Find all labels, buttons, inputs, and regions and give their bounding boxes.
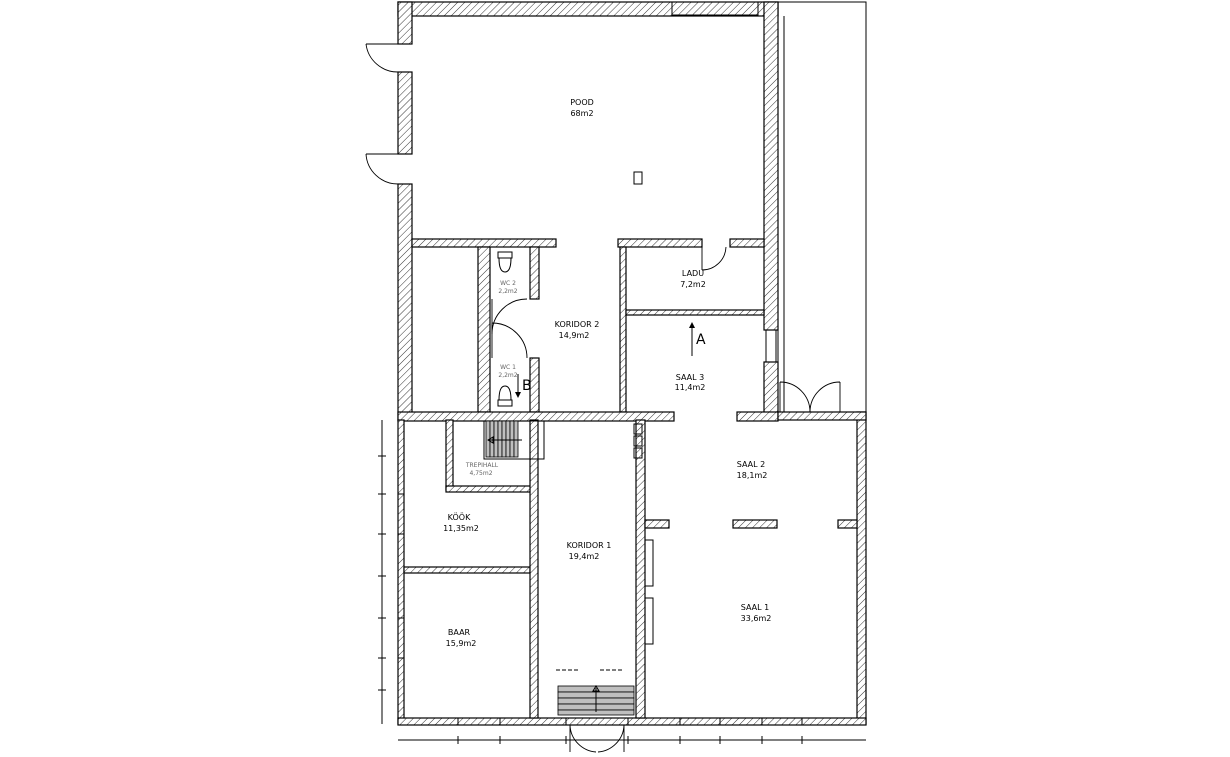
room-saal1-area: 33,6m2 bbox=[741, 614, 772, 623]
windows bbox=[397, 329, 803, 726]
window-bottom-1 bbox=[457, 717, 501, 726]
wall-upper-bottom-right bbox=[736, 411, 779, 422]
dimension-lines bbox=[378, 420, 866, 744]
wall-ladu-saal3 bbox=[625, 309, 765, 316]
wall-saal3-left bbox=[619, 246, 627, 413]
wall-ticks bbox=[633, 171, 643, 459]
wall-trepi-left bbox=[445, 419, 454, 491]
wall-left-lower bbox=[397, 183, 413, 421]
room-saal1-name: SAAL 1 bbox=[741, 603, 769, 612]
skylight-strip bbox=[671, 1, 759, 16]
door-main-right bbox=[597, 724, 625, 753]
wall-saal-divider-b bbox=[732, 519, 778, 529]
room-trepihall-area: 4,75m2 bbox=[469, 470, 492, 477]
door-entrance-bottom bbox=[365, 153, 399, 185]
wall-pood-south-right-b bbox=[729, 238, 765, 248]
door-main-left bbox=[569, 724, 597, 753]
window-left-2 bbox=[397, 617, 405, 659]
room-koridor2-name: KORIDOR 2 bbox=[555, 320, 600, 329]
room-wc1-name: WC 1 bbox=[500, 364, 516, 371]
section-arrows bbox=[515, 322, 695, 398]
room-ladu-area: 7,2m2 bbox=[680, 280, 706, 289]
room-labels: POOD 68m2 LADU 7,2m2 WC 2 2,2m2 WC 1 2,2… bbox=[443, 98, 771, 648]
room-trepihall-name: TREPIHALL bbox=[465, 462, 499, 469]
radiator-2 bbox=[644, 597, 654, 645]
wall-right-lower bbox=[763, 361, 779, 421]
door-entrance-top bbox=[365, 43, 399, 73]
wall-left-mid bbox=[397, 71, 413, 155]
wall-pood-south-right-a bbox=[617, 238, 703, 248]
room-saal2-name: SAAL 2 bbox=[737, 460, 765, 469]
wall-lower-left bbox=[397, 419, 405, 725]
room-pood-name: POOD bbox=[570, 98, 594, 107]
lower-walls bbox=[397, 411, 867, 726]
radiator-1 bbox=[644, 539, 654, 587]
section-marker-a: A bbox=[696, 332, 706, 348]
wall-kor1-right bbox=[635, 419, 646, 719]
door-wc1 bbox=[491, 322, 528, 359]
window-bottom-3 bbox=[761, 717, 803, 726]
wall-lower-right-top bbox=[777, 411, 867, 421]
wall-upper-left bbox=[397, 1, 413, 45]
room-koridor1-area: 19,4m2 bbox=[569, 552, 600, 561]
room-wc1-area: 2,2m2 bbox=[498, 372, 517, 379]
wall-kor1-left bbox=[529, 419, 539, 719]
terrace-outline bbox=[777, 1, 867, 413]
room-pood-area: 68m2 bbox=[570, 109, 593, 118]
room-wc2-name: WC 2 bbox=[500, 280, 516, 287]
wall-bottom bbox=[397, 717, 867, 726]
wall-saal-divider-c bbox=[837, 519, 858, 529]
wall-lower-right bbox=[856, 411, 867, 725]
upper-walls bbox=[397, 1, 867, 422]
door-wc2 bbox=[491, 298, 528, 335]
room-saal3-area: 11,4m2 bbox=[675, 383, 706, 392]
door-main-frame bbox=[565, 717, 629, 726]
toilet-wc1-icon bbox=[497, 385, 513, 407]
window-right-upper bbox=[765, 329, 777, 363]
door-terrace-right bbox=[809, 381, 841, 413]
doors bbox=[365, 43, 841, 753]
wall-kook-baar bbox=[403, 566, 531, 574]
door-ladu bbox=[701, 246, 727, 271]
room-kook-name: KÖÖK bbox=[448, 512, 471, 522]
fixtures bbox=[483, 171, 695, 716]
room-baar-area: 15,9m2 bbox=[446, 639, 477, 648]
wall-wc-left bbox=[477, 246, 491, 413]
door-terrace-left bbox=[779, 381, 811, 413]
room-baar-name: BAAR bbox=[448, 628, 471, 637]
wall-top bbox=[397, 1, 779, 17]
room-kook-area: 11,35m2 bbox=[443, 524, 479, 533]
window-left-1 bbox=[397, 493, 405, 535]
room-saal3-name: SAAL 3 bbox=[676, 373, 704, 382]
room-saal2-area: 18,1m2 bbox=[737, 471, 768, 480]
stair-lower bbox=[556, 669, 635, 716]
wall-trepi-bottom bbox=[445, 485, 537, 493]
room-koridor1-name: KORIDOR 1 bbox=[567, 541, 612, 550]
window-bottom-2 bbox=[679, 717, 721, 726]
wall-wc-right-upper bbox=[529, 246, 540, 300]
wall-saal-divider-a bbox=[644, 519, 670, 529]
stair-upper bbox=[485, 420, 522, 458]
toilet-wc2-icon bbox=[497, 251, 513, 273]
wall-upper-right bbox=[763, 1, 779, 331]
room-wc2-area: 2,2m2 bbox=[498, 288, 517, 295]
room-koridor2-area: 14,9m2 bbox=[559, 331, 590, 340]
room-ladu-name: LADU bbox=[682, 269, 704, 278]
wall-pood-south-left bbox=[411, 238, 557, 248]
section-marker-b: B bbox=[522, 378, 532, 394]
